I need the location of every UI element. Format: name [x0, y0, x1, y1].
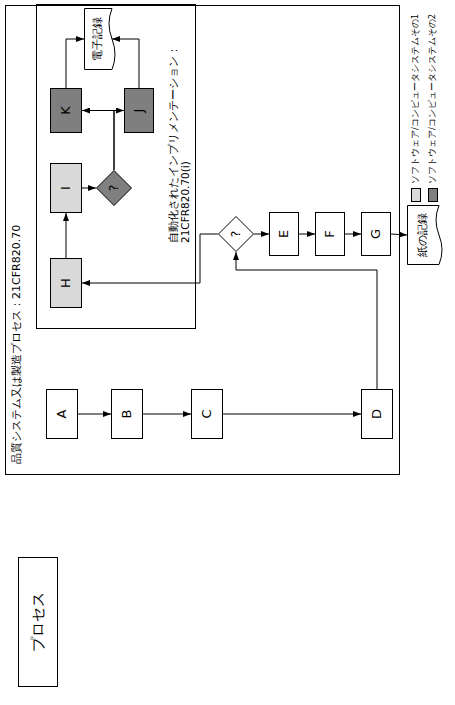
flow-arrow	[66, 39, 84, 88]
flow-arrow	[236, 252, 377, 389]
diamond-outline	[219, 217, 254, 252]
node-label: A	[54, 410, 70, 419]
process-title-box: プロセス	[18, 557, 58, 687]
flow-arrow	[345, 234, 361, 235]
flow-arrow	[78, 414, 111, 415]
process-box: C	[191, 389, 223, 439]
software-box: K	[50, 88, 82, 133]
node-label: E	[276, 230, 292, 238]
process-box: D	[361, 389, 393, 439]
process-box: A	[46, 389, 78, 439]
legend-swatch	[411, 188, 421, 202]
quality-system-region: 品質システム又は製造プロセス：21CFR820.70A B C D? E F G 自動化された…	[5, 5, 400, 475]
node-label: G	[368, 229, 384, 239]
flow-arrow	[223, 414, 361, 415]
diamond-outline	[97, 171, 132, 206]
flow-arrow	[114, 111, 124, 171]
decision-diamond: ?	[218, 216, 254, 252]
flow-arrow	[391, 234, 407, 235]
process-box: E	[269, 212, 299, 256]
process-box: B	[111, 389, 143, 439]
flow-arrow	[82, 234, 218, 283]
node-label: K	[58, 106, 74, 115]
node-label: B	[119, 410, 135, 419]
flow-arrow	[254, 234, 269, 235]
legend-text: ソフトウェア/コンピュータシステムその2	[427, 14, 439, 184]
paper-record-document: 紙の記録	[407, 205, 447, 265]
software-box: J	[124, 88, 154, 133]
node-label: D	[369, 409, 385, 419]
node-label: プロセス	[29, 592, 47, 652]
document-outline	[408, 206, 443, 265]
node-label: 電子記録	[91, 17, 104, 61]
process-box: G	[361, 212, 391, 256]
electronic-record-document: 電子記録	[84, 8, 120, 70]
legend: ソフトウェア/コンピュータシステムその1 ソフトウェア/コンピュータシステムその2	[410, 2, 444, 202]
decision-diamond: ?	[96, 170, 132, 206]
legend-swatch	[428, 188, 438, 202]
node-label: 紙の記録	[416, 213, 429, 257]
node-label: ?	[106, 185, 122, 192]
legend-row: ソフトウェア/コンピュータシステムその2	[427, 2, 439, 202]
software-box: I	[50, 163, 82, 213]
flow-arrow	[112, 39, 139, 88]
region-label: 自動化されたインプリメンテーション：21CFR820.70(i)	[167, 8, 192, 243]
node-label: F	[322, 230, 338, 237]
document-outline	[85, 9, 116, 70]
node-label: C	[199, 409, 215, 418]
flow-arrow	[66, 213, 67, 258]
node-label: ?	[228, 231, 244, 238]
node-label: J	[131, 109, 147, 113]
flow-arrow	[82, 111, 114, 171]
flow-arrow	[82, 188, 96, 189]
automation-region: 自動化されたインプリメンテーション：21CFR820.70(i) H I? K J 電子記…	[36, 4, 196, 329]
region-label: 品質システム又は製造プロセス：21CFR820.70	[10, 225, 23, 464]
node-label: I	[58, 186, 74, 190]
node-label: H	[58, 278, 74, 288]
software-box: H	[50, 258, 82, 308]
legend-text: ソフトウェア/コンピュータシステムその1	[410, 14, 422, 184]
flow-arrow	[143, 414, 191, 415]
legend-row: ソフトウェア/コンピュータシステムその1	[410, 2, 422, 202]
flow-arrow	[299, 234, 315, 235]
process-box: F	[315, 212, 345, 256]
